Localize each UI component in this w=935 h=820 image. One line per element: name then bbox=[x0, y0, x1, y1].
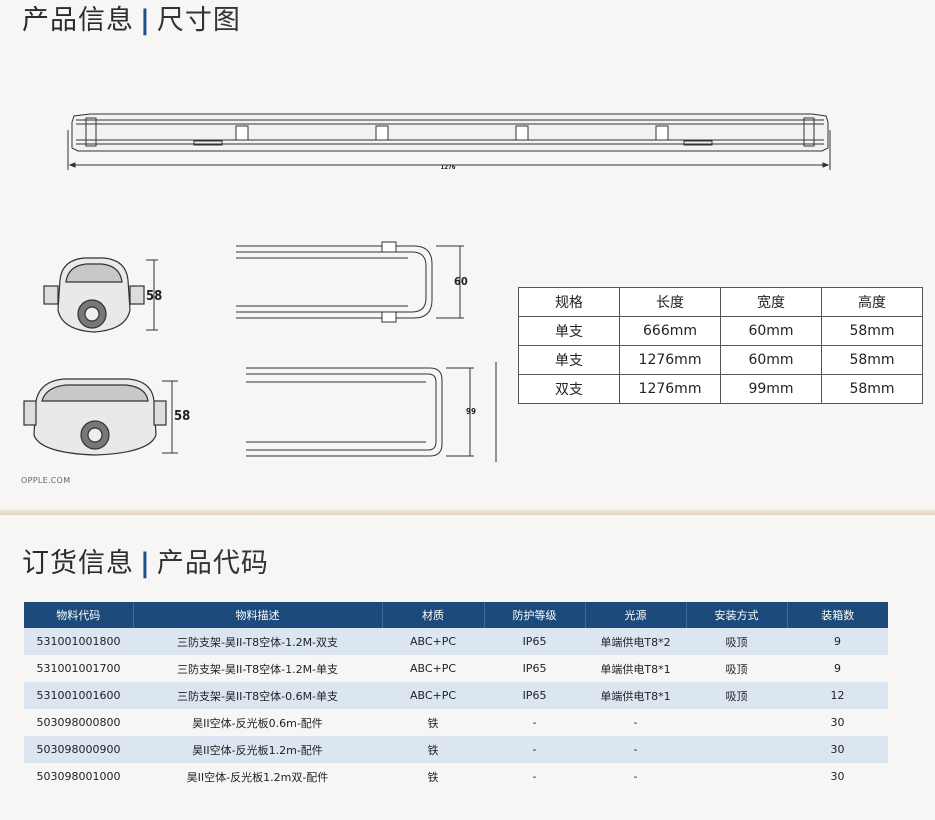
top-view-single: 60 bbox=[236, 241, 468, 323]
spec-cell: 单支 bbox=[518, 345, 620, 375]
end-view-single: 58 bbox=[43, 257, 162, 333]
spec-cell: 666mm bbox=[619, 316, 721, 346]
spec-cell: 58mm bbox=[821, 345, 923, 375]
order-cell: - bbox=[585, 763, 686, 790]
top-width-dimension-1: 60 bbox=[454, 275, 468, 288]
spec-table-row: 单支 1276mm 60mm 58mm bbox=[518, 345, 923, 375]
order-cell: 昊II空体-反光板0.6m-配件 bbox=[133, 709, 382, 736]
brand-watermark: OPPLE.COM bbox=[21, 476, 71, 485]
title-separator: | bbox=[140, 5, 151, 36]
order-cell: - bbox=[484, 763, 585, 790]
spec-cell: 60mm bbox=[720, 316, 822, 346]
order-cell: 531001001700 bbox=[24, 655, 133, 682]
order-cell: ABC+PC bbox=[382, 628, 484, 655]
order-header-cell: 防护等级 bbox=[484, 602, 586, 628]
order-header-cell: 光源 bbox=[585, 602, 687, 628]
spec-header-cell: 长度 bbox=[619, 287, 721, 317]
table-row: 531001001700 三防支架-昊II-T8空体-1.2M-单支 ABC+P… bbox=[24, 655, 888, 682]
spec-cell: 58mm bbox=[821, 316, 923, 346]
length-dimension: 1276 bbox=[440, 164, 455, 171]
product-info-title-main: 产品信息 bbox=[22, 5, 134, 36]
order-info-title: 订货信息|产品代码 bbox=[22, 541, 269, 580]
spec-cell: 双支 bbox=[518, 374, 620, 404]
order-table-header: 物料代码 物料描述 材质 防护等级 光源 安装方式 装箱数 bbox=[24, 602, 888, 628]
order-cell: 503098000900 bbox=[24, 736, 133, 763]
order-cell: IP65 bbox=[484, 628, 585, 655]
order-cell: 铁 bbox=[382, 736, 484, 763]
order-cell: 吸顶 bbox=[686, 628, 787, 655]
end-view-double: 58 bbox=[23, 378, 190, 456]
spec-header-cell: 宽度 bbox=[720, 287, 822, 317]
table-row: 531001001600 三防支架-昊II-T8空体-0.6M-单支 ABC+P… bbox=[24, 682, 888, 709]
order-cell: 30 bbox=[787, 709, 888, 736]
order-cell bbox=[686, 763, 787, 790]
order-cell: ABC+PC bbox=[382, 682, 484, 709]
side-view-drawing: 1276 bbox=[67, 113, 831, 171]
order-cell: 30 bbox=[787, 736, 888, 763]
order-cell: 吸顶 bbox=[686, 682, 787, 709]
order-cell: 吸顶 bbox=[686, 655, 787, 682]
spec-cell: 58mm bbox=[821, 374, 923, 404]
table-row: 503098000900 昊II空体-反光板1.2m-配件 铁 - - 30 bbox=[24, 736, 888, 763]
table-row: 503098000800 昊II空体-反光板0.6m-配件 铁 - - 30 bbox=[24, 709, 888, 736]
order-cell: - bbox=[585, 736, 686, 763]
order-cell: 铁 bbox=[382, 709, 484, 736]
order-cell: IP65 bbox=[484, 655, 585, 682]
spec-table: 规格 长度 宽度 高度 单支 666mm 60mm 58mm 单支 1276mm… bbox=[518, 287, 923, 404]
order-info-title-main: 订货信息 bbox=[22, 548, 134, 579]
spec-cell: 单支 bbox=[518, 316, 620, 346]
order-header-cell: 安装方式 bbox=[686, 602, 788, 628]
order-cell: - bbox=[484, 709, 585, 736]
order-info-title-sub: 产品代码 bbox=[156, 548, 269, 579]
order-cell: 单端供电T8*1 bbox=[585, 682, 686, 709]
order-cell: 单端供电T8*1 bbox=[585, 655, 686, 682]
order-table: 物料代码 物料描述 材质 防护等级 光源 安装方式 装箱数 5310010018… bbox=[24, 602, 888, 790]
order-cell: - bbox=[585, 709, 686, 736]
spec-cell: 60mm bbox=[720, 345, 822, 375]
end-height-dimension-2: 58 bbox=[174, 409, 190, 424]
spec-cell: 1276mm bbox=[619, 345, 721, 375]
order-cell: 531001001600 bbox=[24, 682, 133, 709]
section-divider bbox=[0, 510, 935, 515]
order-cell: 9 bbox=[787, 655, 888, 682]
order-cell: 9 bbox=[787, 628, 888, 655]
product-info-title: 产品信息|尺寸图 bbox=[22, 0, 241, 37]
spec-cell: 99mm bbox=[720, 374, 822, 404]
spec-header-cell: 高度 bbox=[821, 287, 923, 317]
title-separator: | bbox=[140, 548, 151, 579]
order-header-cell: 物料代码 bbox=[24, 602, 134, 628]
order-header-cell: 物料描述 bbox=[133, 602, 383, 628]
order-cell: 铁 bbox=[382, 763, 484, 790]
order-cell bbox=[686, 736, 787, 763]
order-cell: 503098000800 bbox=[24, 709, 133, 736]
order-cell: - bbox=[484, 736, 585, 763]
order-cell: 三防支架-昊II-T8空体-0.6M-单支 bbox=[133, 682, 382, 709]
spec-header-cell: 规格 bbox=[518, 287, 620, 317]
table-row: 531001001800 三防支架-昊II-T8空体-1.2M-双支 ABC+P… bbox=[24, 628, 888, 655]
order-cell: 昊II空体-反光板1.2m双-配件 bbox=[133, 763, 382, 790]
order-header-cell: 装箱数 bbox=[787, 602, 888, 628]
spec-table-header: 规格 长度 宽度 高度 bbox=[518, 287, 923, 317]
end-height-dimension-1: 58 bbox=[146, 289, 162, 304]
order-cell: 12 bbox=[787, 682, 888, 709]
order-cell bbox=[686, 709, 787, 736]
order-cell: 单端供电T8*2 bbox=[585, 628, 686, 655]
order-cell: IP65 bbox=[484, 682, 585, 709]
order-cell: 531001001800 bbox=[24, 628, 133, 655]
spec-cell: 1276mm bbox=[619, 374, 721, 404]
spec-table-row: 单支 666mm 60mm 58mm bbox=[518, 316, 923, 346]
top-width-dimension-2: 99 bbox=[466, 407, 476, 416]
order-cell: 三防支架-昊II-T8空体-1.2M-双支 bbox=[133, 628, 382, 655]
product-info-title-sub: 尺寸图 bbox=[156, 5, 241, 36]
order-cell: 三防支架-昊II-T8空体-1.2M-单支 bbox=[133, 655, 382, 682]
order-header-cell: 材质 bbox=[382, 602, 485, 628]
spec-table-row: 双支 1276mm 99mm 58mm bbox=[518, 374, 923, 404]
order-cell: ABC+PC bbox=[382, 655, 484, 682]
order-cell: 昊II空体-反光板1.2m-配件 bbox=[133, 736, 382, 763]
order-cell: 30 bbox=[787, 763, 888, 790]
top-view-double: 99 bbox=[246, 362, 497, 462]
order-cell: 503098001000 bbox=[24, 763, 133, 790]
table-row: 503098001000 昊II空体-反光板1.2m双-配件 铁 - - 30 bbox=[24, 763, 888, 790]
